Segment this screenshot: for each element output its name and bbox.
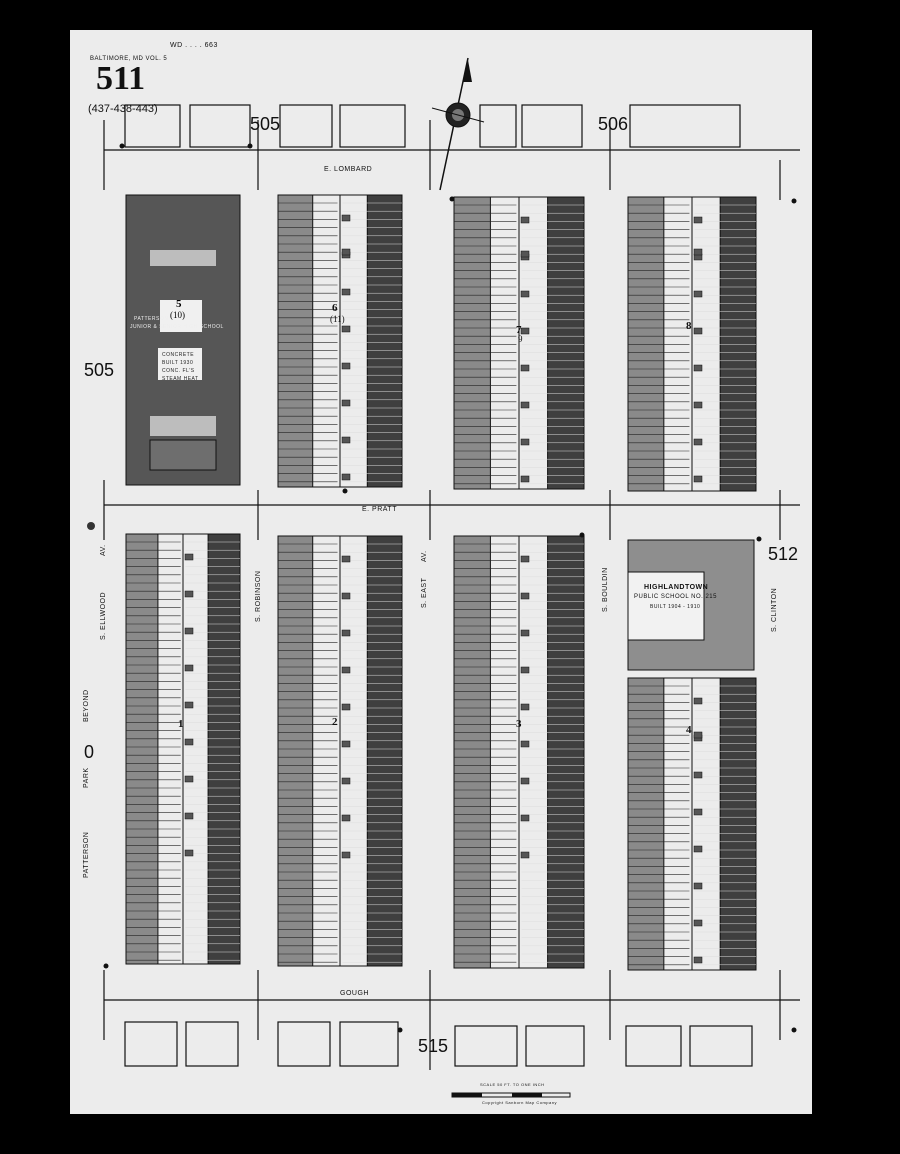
block-number-8: 8 xyxy=(686,320,692,332)
school-south-name: HIGHLANDTOWN xyxy=(644,584,709,591)
block-3 xyxy=(453,535,585,969)
highlandtown-school xyxy=(627,539,755,671)
block-number-7: 7 xyxy=(516,324,522,336)
scale-bar xyxy=(451,1092,571,1098)
sheet-number: 511 xyxy=(96,60,146,97)
street-park: PARK xyxy=(83,767,90,788)
street-ellwood-av: AV. xyxy=(100,544,107,556)
adjoining-sheets: (437-438-443) xyxy=(88,103,158,115)
street-patterson: PATTERSON xyxy=(83,831,90,878)
street-east-av: AV. xyxy=(421,550,428,562)
copyright-label: Copyright Sanborn Map Company xyxy=(482,1100,557,1105)
block-sub-6: (11) xyxy=(330,314,345,324)
street-lombard: E. LOMBARD xyxy=(324,166,373,173)
school-south-built: BUILT 1904 - 1910 xyxy=(650,604,701,610)
street-clinton: S. CLINTON xyxy=(771,587,778,632)
block-1 xyxy=(125,533,241,965)
block-2 xyxy=(277,535,403,967)
adjacent-sheet-north-left: 505 xyxy=(250,114,281,134)
street-east: S. EAST xyxy=(421,577,428,608)
school-north-floors: CONC. FL'S xyxy=(162,368,195,374)
block-6 xyxy=(277,194,403,488)
school-north-type: JUNIOR & SENIOR HIGH SCHOOL xyxy=(130,324,224,330)
compass-rose-icon xyxy=(431,57,485,191)
street-gough: GOUGH xyxy=(340,990,369,997)
school-south-type: PUBLIC SCHOOL NO. 215 xyxy=(634,594,717,600)
block-number-2: 2 xyxy=(332,716,338,728)
adjacent-sheet-west: 505 xyxy=(84,360,115,380)
ward-label: WD . . . . 663 xyxy=(170,42,218,49)
adjacent-sheet-south: 515 xyxy=(418,1036,449,1056)
adjacent-sheet-east: 512 xyxy=(768,544,799,564)
adjacent-sheet-southwest: 0 xyxy=(84,742,95,762)
block-8 xyxy=(627,196,757,492)
block-7 xyxy=(453,196,585,490)
street-beyond: BEYOND xyxy=(83,689,90,722)
block-number-5: 5 xyxy=(176,298,182,310)
scale-label: SCALE 50 FT. TO ONE INCH xyxy=(480,1082,545,1087)
school-north-heat: STEAM HEAT xyxy=(162,376,199,382)
school-north-construction: CONCRETE xyxy=(162,352,195,358)
block-sub-7: 9 xyxy=(518,334,523,344)
block-sub-5: (10) xyxy=(170,310,185,320)
block-4 xyxy=(627,677,757,971)
block-number-3: 3 xyxy=(516,718,522,730)
school-north-built: BUILT 1930 xyxy=(162,360,194,366)
block-number-4: 4 xyxy=(686,724,692,736)
street-ellwood: S. ELLWOOD xyxy=(100,591,107,640)
street-robinson: S. ROBINSON xyxy=(255,570,262,622)
street-pratt: E. PRATT xyxy=(362,506,397,513)
block-number-1: 1 xyxy=(178,718,184,730)
patterson-high-school xyxy=(125,194,241,486)
adjacent-sheet-north-right: 506 xyxy=(598,114,629,134)
block-number-6: 6 xyxy=(332,302,338,314)
street-bouldin: S. BOULDIN xyxy=(602,567,609,612)
school-north-name: PATTERSON xyxy=(134,316,169,322)
volume-label: BALTIMORE, MD VOL. 5 xyxy=(90,56,168,62)
